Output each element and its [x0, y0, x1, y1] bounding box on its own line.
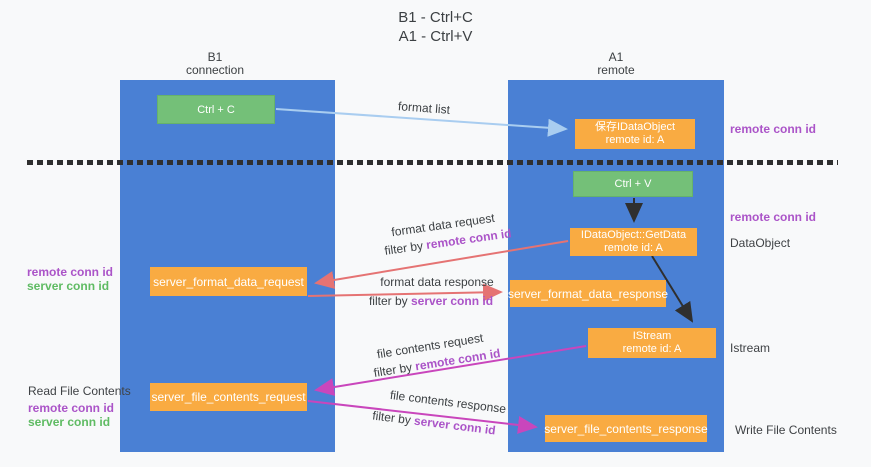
- lane-header-b1: B1 connection: [150, 51, 280, 77]
- diagram-title: B1 - Ctrl+C A1 - Ctrl+V: [0, 8, 871, 46]
- ctrl-v-label: Ctrl + V: [614, 178, 652, 190]
- label-remote-conn-id-top-right: remote conn id: [730, 122, 817, 136]
- filter-prefix: filter by: [383, 238, 428, 258]
- getdata-line1: IDataObject::GetData: [580, 229, 687, 241]
- filter-key-server-conn-id: server conn id: [410, 294, 494, 308]
- label-format-data-response: format data response: [380, 275, 494, 289]
- node-server-format-data-request: server_format_data_request: [150, 267, 307, 296]
- label-remote-conn-id-mid-right: remote conn id: [730, 210, 817, 224]
- label-file-response-filter: filter by server conn id: [372, 408, 497, 437]
- node-save-idataobject: 保存IDataObject remote id: A: [575, 119, 695, 149]
- istream-line2: remote id: A: [622, 343, 682, 355]
- lane-a1-subtitle: remote: [597, 63, 635, 77]
- label-remote-conn-id: remote conn id: [28, 401, 115, 415]
- label-format-response-filter: filter by server conn id: [369, 294, 493, 308]
- node-ctrl-c: Ctrl + C: [157, 95, 275, 124]
- filter-prefix: filter by: [368, 294, 411, 308]
- lane-b1-name: B1: [207, 50, 223, 64]
- node-idataobject-getdata: IDataObject::GetData remote id: A: [570, 228, 697, 256]
- lane-a1-name: A1: [608, 50, 624, 64]
- label-read-file-contents: Read File Contents: [28, 384, 131, 398]
- label-server-conn-id: server conn id: [28, 415, 111, 429]
- format-response-label: server_format_data_response: [507, 286, 669, 301]
- label-istream: Istream: [730, 341, 771, 355]
- label-format-list: format list: [397, 99, 451, 117]
- ctrl-c-label: Ctrl + C: [197, 103, 235, 116]
- file-response-label: server_file_contents_response: [544, 421, 708, 436]
- title-line-2: A1 - Ctrl+V: [398, 28, 473, 45]
- label-write-file-contents: Write File Contents: [735, 423, 837, 437]
- lane-b1-subtitle: connection: [185, 63, 245, 77]
- node-ctrl-v: Ctrl + V: [573, 171, 693, 197]
- format-request-label: server_format_data_request: [153, 274, 304, 289]
- dashed-divider: [27, 160, 838, 165]
- lane-header-a1: A1 remote: [551, 51, 681, 77]
- filter-prefix: filter by: [372, 359, 417, 380]
- file-request-label: server_file_contents_request: [151, 390, 306, 404]
- node-server-file-contents-response: server_file_contents_response: [544, 415, 708, 442]
- filter-key-server-conn-id: server conn id: [413, 413, 497, 438]
- label-server-conn-id: server conn id: [27, 279, 110, 293]
- label-remote-conn-id: remote conn id: [27, 265, 114, 279]
- save-idataobject-line1: 保存IDataObject: [594, 121, 676, 133]
- node-server-file-contents-request: server_file_contents_request: [150, 383, 307, 411]
- title-line-1: B1 - Ctrl+C: [398, 9, 473, 26]
- label-conn-ids-mid-left: remote conn id server conn id: [27, 265, 113, 293]
- getdata-line2: remote id: A: [604, 242, 663, 254]
- save-idataobject-line2: remote id: A: [605, 134, 665, 146]
- label-dataobject: DataObject: [730, 236, 791, 250]
- label-conn-ids-bottom-left: remote conn id server conn id: [28, 401, 114, 429]
- filter-prefix: filter by: [371, 408, 415, 428]
- node-server-format-data-response: server_format_data_response: [507, 280, 669, 307]
- istream-line1: IStream: [632, 330, 672, 342]
- node-istream: IStream remote id: A: [588, 328, 716, 358]
